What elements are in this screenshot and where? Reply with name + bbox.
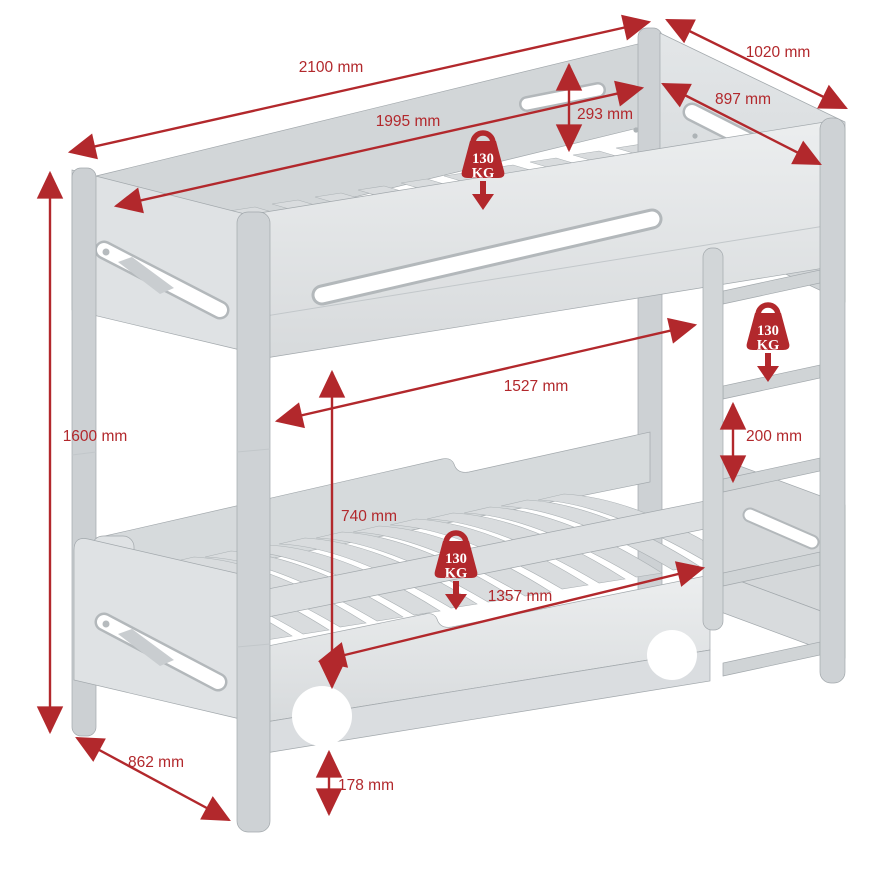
dim-lower-bed-internal-length: 1357 mm <box>317 561 706 668</box>
weight-value-label: 130 <box>472 151 494 167</box>
guardrail-height-label: 293 mm <box>577 106 633 123</box>
bracket-detail <box>102 620 110 628</box>
overall-length-label: 2100 mm <box>299 59 364 76</box>
ladder-right-rail <box>819 117 846 684</box>
dim-base-depth: 862 mm <box>75 736 231 822</box>
dim-under-top-bunk-length: 1527 mm <box>274 317 698 429</box>
weight-unit-label: KG <box>757 338 780 354</box>
ladder <box>702 117 846 684</box>
screw-detail <box>633 127 639 133</box>
under-top-bunk-length-label: 1527 mm <box>504 378 569 395</box>
max-load-badge-bottom-bunk: 130 KG <box>435 533 478 610</box>
handle-strap <box>118 629 174 666</box>
max-load-badge-top-bunk: 130 KG <box>462 133 505 210</box>
max-load-badge-ladder: 130 KG <box>747 305 790 382</box>
ladder-left-rail <box>702 247 724 631</box>
posts-and-ladder <box>236 117 846 833</box>
foot-end-lower-slot <box>744 509 818 548</box>
dim-internal-length: 1995 mm <box>113 80 645 214</box>
dim-guardrail-height: 293 mm <box>555 62 633 153</box>
weight-value-label: 130 <box>445 551 467 567</box>
bracket-detail <box>102 248 110 256</box>
screw-detail <box>692 133 698 139</box>
front-guardrail-slot <box>314 211 660 303</box>
dim-overall-height: 1600 mm <box>36 170 128 735</box>
dim-internal-width: 897 mm <box>661 82 822 166</box>
internal-width-label: 897 mm <box>715 91 771 108</box>
internal-length-label: 1995 mm <box>376 113 441 130</box>
handle-strap <box>118 257 174 294</box>
arch-cutout <box>292 686 352 746</box>
under-bed-clearance-label: 178 mm <box>338 777 394 794</box>
overall-height-label: 1600 mm <box>63 428 128 445</box>
weight-unit-label: KG <box>472 166 495 182</box>
front-left-post <box>236 211 271 833</box>
bunk-clearance-height-label: 740 mm <box>341 508 397 525</box>
dim-ladder-step-spacing: 200 mm <box>719 401 802 484</box>
dim-under-bed-clearance: 178 mm <box>315 749 394 817</box>
weight-value-label: 130 <box>757 323 779 339</box>
overall-width-label: 1020 mm <box>746 44 811 61</box>
dimension-annotations: 2100 mm 1995 mm 1020 mm 897 mm 293 mm 16… <box>36 14 848 822</box>
arch-cutout <box>647 630 697 680</box>
lower-bed-internal-length-label: 1357 mm <box>488 588 553 605</box>
ladder-step-spacing-label: 200 mm <box>746 428 802 445</box>
weight-unit-label: KG <box>445 566 468 582</box>
base-depth-label: 862 mm <box>128 754 184 771</box>
